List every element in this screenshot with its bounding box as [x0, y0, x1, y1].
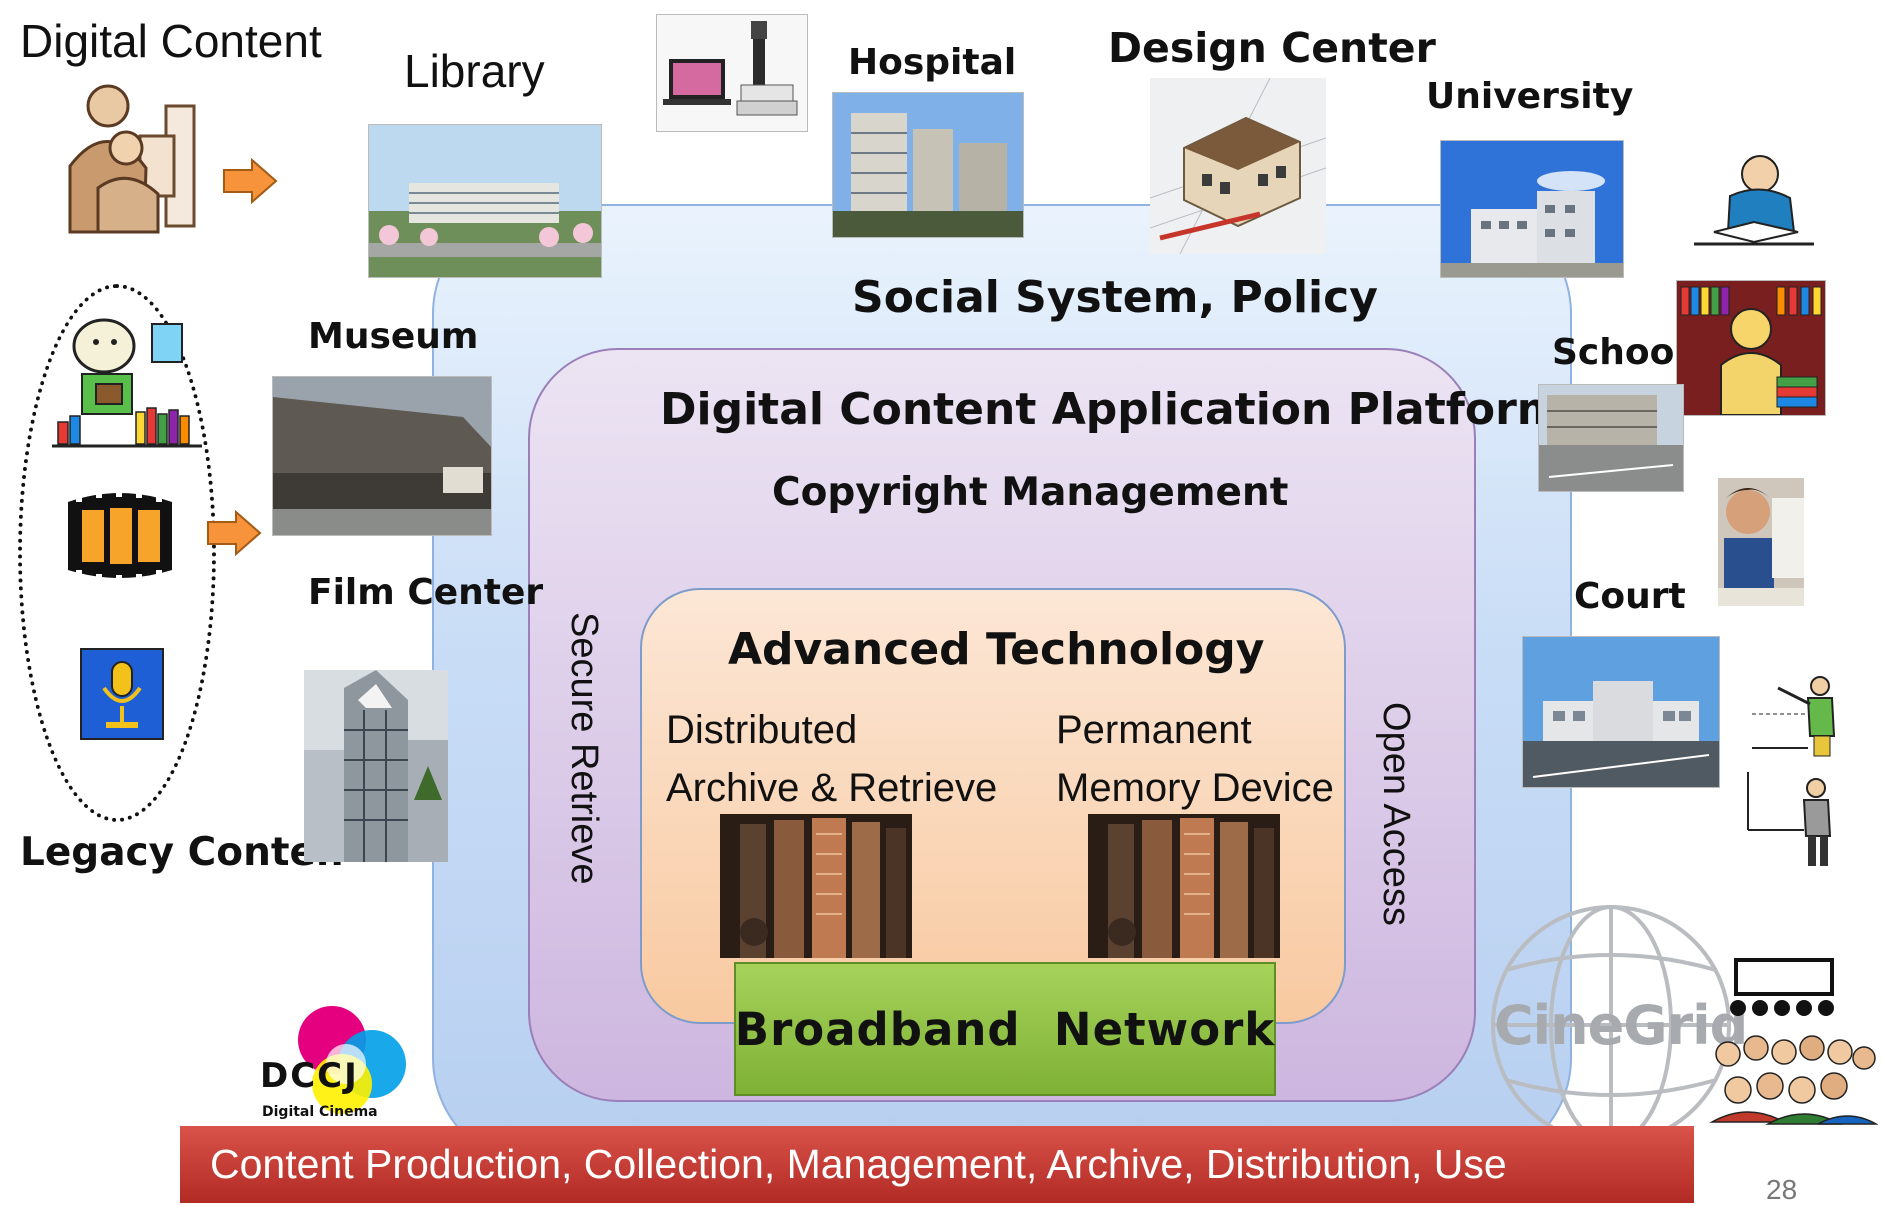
arrow-right-icon — [206, 509, 262, 557]
permanent-label-1: Permanent — [1056, 708, 1252, 752]
university-photo — [1440, 140, 1624, 278]
cinegrid-logo-text: CineGrid — [1494, 994, 1748, 1057]
film-center-label: Film Center — [308, 572, 544, 613]
design-center-label: Design Center — [1108, 24, 1436, 72]
copyright-management-label: Copyright Management — [772, 470, 1289, 515]
court-photo — [1522, 636, 1720, 788]
page-number: 28 — [1766, 1174, 1798, 1205]
server-rack-image-left — [720, 814, 912, 958]
distributed-label-2: Archive & Retrieve — [666, 766, 998, 810]
hospital-photo — [832, 92, 1024, 238]
child-at-computer-photo — [1718, 478, 1804, 606]
design-center-photo — [1150, 78, 1326, 254]
open-access-label: Open Access — [1375, 702, 1417, 926]
dccj-logo-text: DCCJ — [260, 1056, 359, 1096]
legacy-content-label: Legacy Conten — [20, 830, 344, 875]
dccj-logo-subtext: Digital Cinema — [262, 1104, 378, 1120]
content-lifecycle-bar: Content Production, Collection, Manageme… — [180, 1126, 1694, 1203]
microscope-photo — [656, 14, 808, 132]
university-label: University — [1426, 76, 1634, 117]
library-shelves-photo — [1676, 280, 1826, 416]
audience-icon — [1708, 1024, 1879, 1134]
film-center-photo — [304, 670, 448, 862]
school-label: School — [1552, 332, 1687, 373]
film-strip-icon — [62, 486, 178, 586]
cinema-screen-icon — [1724, 958, 1838, 1022]
advanced-technology-label: Advanced Technology — [728, 624, 1265, 675]
school-photo — [1538, 384, 1684, 492]
permanent-label-2: Memory Device — [1056, 766, 1334, 810]
library-photo — [368, 124, 602, 278]
content-lifecycle-label: Content Production, Collection, Manageme… — [210, 1141, 1507, 1187]
presenter-icon — [1744, 770, 1840, 870]
legacy-content-oval — [18, 284, 216, 822]
dccj-logo-icon — [250, 1004, 420, 1124]
digital-content-label: Digital Content — [20, 15, 322, 67]
server-rack-image-right — [1088, 814, 1280, 958]
museum-label: Museum — [308, 316, 479, 357]
student-reading-icon — [1694, 152, 1814, 246]
distributed-label-1: Distributed — [666, 708, 858, 752]
arrow-right-icon — [222, 157, 278, 205]
broadband-network-box: Broadband Network — [734, 962, 1276, 1096]
social-system-label: Social System, Policy — [852, 272, 1378, 323]
microphone-icon — [80, 648, 164, 740]
teacher-pointing-icon — [1748, 674, 1844, 758]
secure-retrieve-label: Secure Retrieve — [563, 612, 605, 885]
hospital-label: Hospital — [848, 42, 1017, 83]
museum-photo — [272, 376, 492, 536]
broadband-network-label: Broadband Network — [734, 1002, 1276, 1056]
library-label: Library — [404, 45, 545, 97]
office-workers-icon — [48, 76, 198, 236]
court-label: Court — [1574, 576, 1686, 617]
books-reader-icon — [52, 312, 202, 452]
platform-label: Digital Content Application Platform — [660, 384, 1563, 435]
